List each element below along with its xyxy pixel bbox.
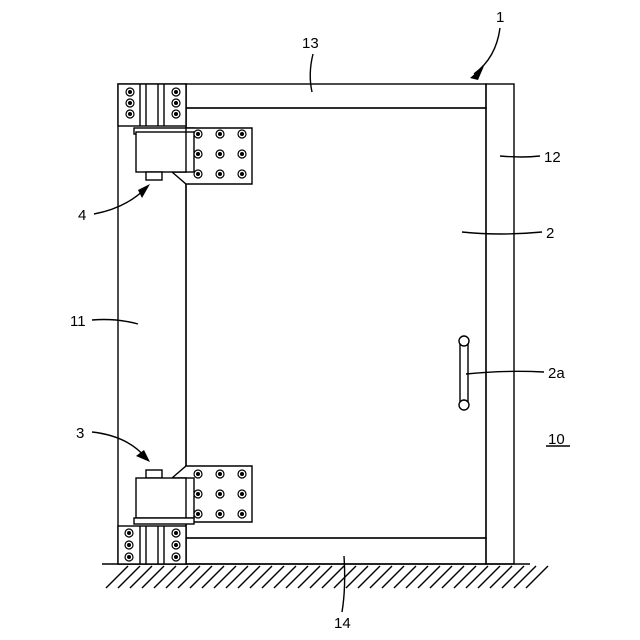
hatch-line bbox=[382, 566, 404, 588]
label-bottom-rail: 14 bbox=[334, 615, 351, 632]
hatch-line bbox=[430, 566, 452, 588]
bolt-center bbox=[196, 472, 200, 476]
upper-mount-block bbox=[118, 84, 186, 126]
hatch-line bbox=[274, 566, 296, 588]
hatch-line bbox=[358, 566, 380, 588]
hatch-line bbox=[250, 566, 272, 588]
bolt-center bbox=[240, 512, 244, 516]
hatch-line bbox=[154, 566, 176, 588]
bottom-rail bbox=[186, 538, 486, 564]
bolt-center bbox=[127, 555, 131, 559]
bolt-center bbox=[174, 112, 178, 116]
hatch-line bbox=[262, 566, 284, 588]
label-frame-assembly: 1 bbox=[496, 9, 504, 26]
bolt-center bbox=[240, 132, 244, 136]
label-structure: 10 bbox=[548, 431, 565, 448]
bolt-center bbox=[127, 543, 131, 547]
bolt-center bbox=[240, 172, 244, 176]
lower-hinge bbox=[134, 466, 252, 524]
label-top-rail: 13 bbox=[302, 35, 319, 52]
bolt-center bbox=[174, 101, 178, 105]
bolt-center bbox=[218, 472, 222, 476]
hatch-line bbox=[130, 566, 152, 588]
label-handle: 2a bbox=[548, 365, 565, 382]
bolt-center bbox=[174, 90, 178, 94]
hatch-line bbox=[466, 566, 488, 588]
hatch-line bbox=[238, 566, 260, 588]
bolt-center bbox=[196, 172, 200, 176]
upper-hinge bbox=[134, 128, 252, 184]
lower-mount-block bbox=[118, 526, 186, 564]
label-left-post: 11 bbox=[70, 313, 86, 330]
hatch-line bbox=[490, 566, 512, 588]
label-lower-hinge: 3 bbox=[76, 425, 84, 442]
hatch-line bbox=[286, 566, 308, 588]
bolt-center bbox=[174, 543, 178, 547]
bolt-center bbox=[128, 101, 132, 105]
hatch-line bbox=[346, 566, 368, 588]
hatch-line bbox=[202, 566, 224, 588]
label-door: 2 bbox=[546, 225, 554, 242]
bolt-center bbox=[196, 152, 200, 156]
hatch-line bbox=[526, 566, 548, 588]
hatch-line bbox=[442, 566, 464, 588]
hatch-line bbox=[322, 566, 344, 588]
bolt-center bbox=[218, 132, 222, 136]
hatch-line bbox=[514, 566, 536, 588]
hatch-line bbox=[142, 566, 164, 588]
hatch-line bbox=[190, 566, 212, 588]
bolt-center bbox=[174, 531, 178, 535]
hatch-line bbox=[370, 566, 392, 588]
bolt-center bbox=[196, 512, 200, 516]
bolt-center bbox=[196, 132, 200, 136]
hatch-line bbox=[418, 566, 440, 588]
hatch-line bbox=[166, 566, 188, 588]
bolt-center bbox=[128, 112, 132, 116]
label-right-post: 12 bbox=[544, 149, 561, 166]
hatch-line bbox=[394, 566, 416, 588]
ground-hatching bbox=[102, 564, 548, 588]
bolt-center bbox=[240, 492, 244, 496]
bolt-center bbox=[174, 555, 178, 559]
bolt-center bbox=[128, 90, 132, 94]
hatch-line bbox=[310, 566, 332, 588]
bolt-center bbox=[218, 492, 222, 496]
hatch-line bbox=[298, 566, 320, 588]
door-handle bbox=[459, 336, 469, 410]
bolt-center bbox=[127, 531, 131, 535]
hatch-line bbox=[214, 566, 236, 588]
hatch-line bbox=[178, 566, 200, 588]
bolt-center bbox=[240, 152, 244, 156]
bolt-center bbox=[196, 492, 200, 496]
hatch-line bbox=[454, 566, 476, 588]
bolt-center bbox=[218, 512, 222, 516]
label-upper-hinge: 4 bbox=[78, 207, 86, 224]
bolt-center bbox=[218, 152, 222, 156]
bolt-center bbox=[218, 172, 222, 176]
hatch-line bbox=[478, 566, 500, 588]
hatch-line bbox=[406, 566, 428, 588]
hatch-line bbox=[502, 566, 524, 588]
hatch-line bbox=[118, 566, 140, 588]
top-rail bbox=[186, 84, 486, 108]
hatch-line bbox=[226, 566, 248, 588]
bolt-center bbox=[240, 472, 244, 476]
hatch-line bbox=[106, 566, 128, 588]
